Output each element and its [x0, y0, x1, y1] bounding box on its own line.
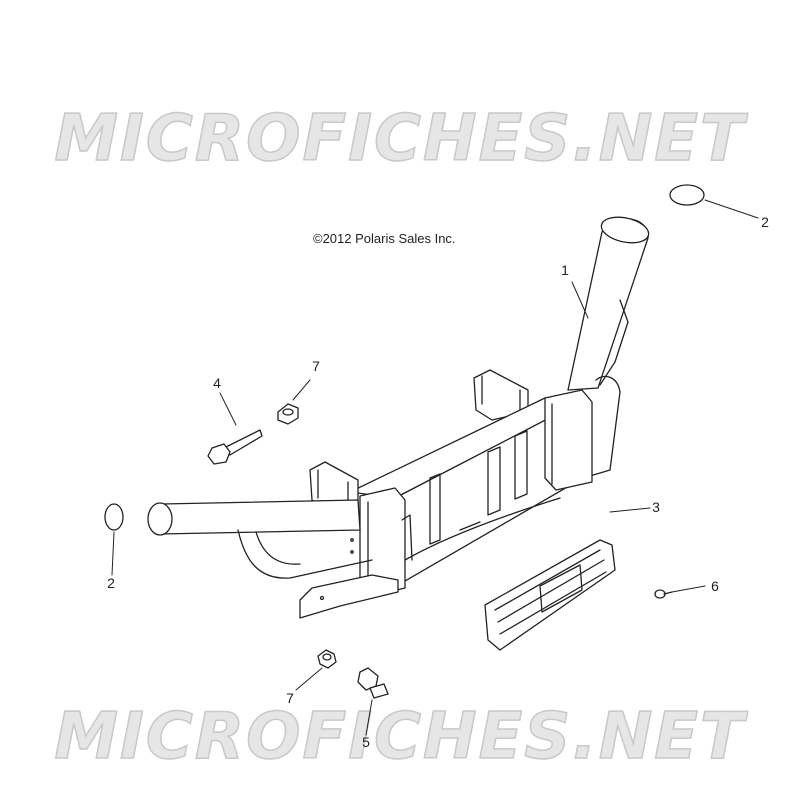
callout-7-lower: 7	[286, 690, 294, 706]
callout-7-upper: 7	[312, 358, 320, 374]
screw-part-6	[654, 589, 673, 599]
bumper-assembly	[147, 216, 650, 619]
end-cap-left	[104, 503, 124, 531]
end-cap-top	[669, 184, 705, 206]
watermark-bottom: MICROFICHES.NET	[0, 699, 800, 775]
callout-2-left: 2	[107, 575, 115, 591]
callout-1: 1	[561, 262, 569, 278]
watermark-top: MICROFICHES.NET	[0, 101, 800, 177]
callout-6: 6	[711, 578, 719, 594]
callout-4: 4	[213, 375, 221, 391]
bolt-part-5	[357, 667, 389, 699]
nut-part-7-lower	[317, 649, 337, 669]
callout-3: 3	[652, 499, 660, 515]
callout-2-right: 2	[761, 214, 769, 230]
nut-part-7-upper	[277, 403, 299, 425]
grille-panel	[484, 539, 616, 651]
copyright-notice: ©2012 Polaris Sales Inc.	[313, 231, 456, 246]
leader-lines	[111, 199, 759, 736]
callout-5: 5	[362, 734, 370, 750]
bolt-part-4	[207, 429, 263, 465]
